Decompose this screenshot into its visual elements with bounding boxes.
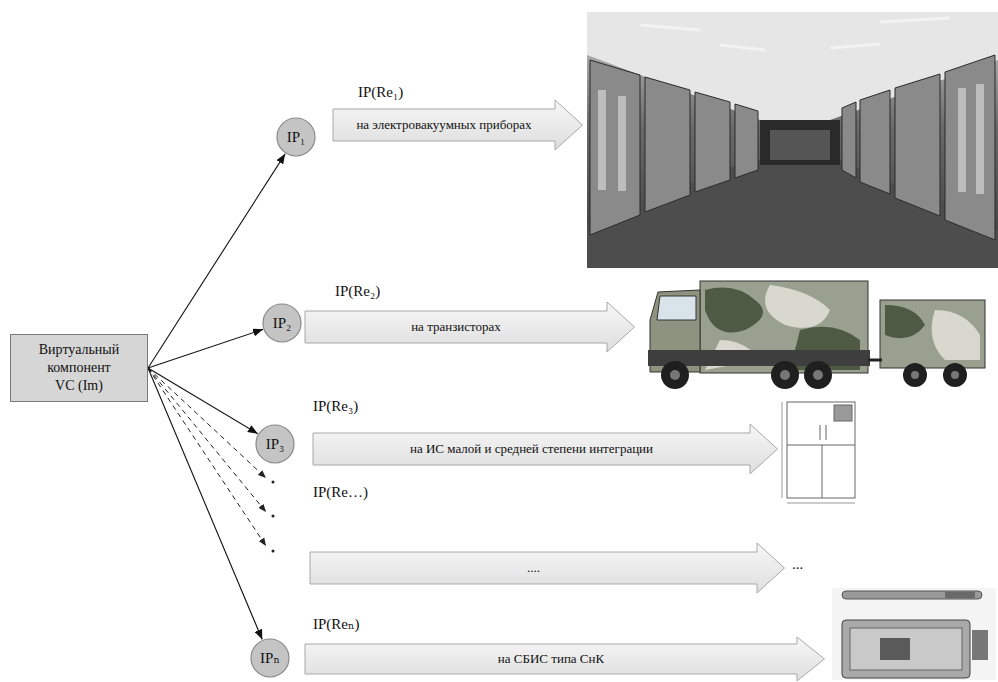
ip-circle: IP₂ [262,303,302,343]
node-text: на транзисторах [311,311,601,343]
computer-hall-photo [587,12,998,268]
ip-realization-label: IP(Reₙ) [313,615,359,633]
ip-realization-label: IP(Re₂) [335,283,380,300]
ip-circle: IP₁ [276,117,316,157]
soc-device-photo [832,588,996,680]
node-text: на ИС малой и средней степени интеграции [319,433,744,465]
ip-realization-label: IP(Re₃) [313,398,358,415]
ip-label: IP₃ [266,436,285,453]
ip-circle: IPₙ [250,638,290,678]
cabinet-drawing [782,402,855,503]
connector-arrow [148,329,263,368]
dashed-continuation [148,368,266,546]
continuation-dot [272,481,275,553]
truck-photo [648,281,985,389]
ip-label: IP₂ [273,315,292,332]
connector-arrow [148,368,262,640]
connector-arrow [148,154,285,368]
ip-label: IP₁ [287,129,306,146]
ip-label: IPₙ [260,649,280,667]
block-arrow-outline [310,543,785,593]
component-box: Виртуальный компонент VC (Im) [10,334,148,402]
ellipsis-label: ... [792,556,803,573]
block-arrow: на СБИС типа СнК [305,637,825,681]
connector-arrow [148,368,258,434]
block-arrow: на электровакуумных приборах [333,100,583,150]
node-text: Виртуальный компонент VC (Im) [37,341,121,396]
ip-circle: IP₃ [255,424,295,464]
ip-realization-label: IP(Re…) [313,484,368,501]
block-arrow: на транзисторах [305,302,635,352]
block-arrow: .... [310,543,785,593]
node-text: на СБИС типа СнК [311,644,791,674]
ip-realization-label: IP(Re₁) [358,84,403,101]
node-text: .... [316,552,751,584]
node-text: на электровакуумных приборах [339,109,549,141]
block-arrow: на ИС малой и средней степени интеграции [313,424,778,474]
